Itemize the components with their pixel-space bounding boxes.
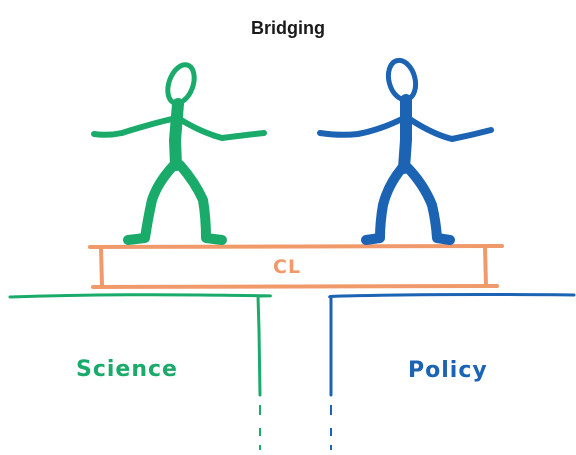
science-label: Science bbox=[76, 357, 178, 382]
policy-figure-torso bbox=[398, 94, 412, 174]
policy-figure-right-arm bbox=[405, 115, 494, 142]
policy-figure-right-leg bbox=[403, 163, 455, 245]
science-figure-right-leg bbox=[175, 160, 227, 245]
science-figure-left-arm bbox=[91, 115, 179, 138]
policy-figure-left-arm bbox=[317, 115, 407, 138]
science-figure bbox=[91, 62, 267, 245]
policy-figure-left-leg bbox=[361, 163, 407, 245]
left-cliff bbox=[8, 293, 272, 397]
right-cliff bbox=[328, 293, 576, 397]
science-figure-right-arm bbox=[175, 115, 267, 141]
science-figure-torso bbox=[169, 98, 184, 171]
bridge-plank bbox=[88, 244, 504, 289]
bridge-label: CL bbox=[273, 256, 302, 278]
science-figure-left-leg bbox=[123, 160, 179, 245]
policy-figure bbox=[317, 57, 494, 245]
policy-label: Policy bbox=[408, 358, 488, 383]
diagram-title: Bridging bbox=[251, 18, 325, 38]
